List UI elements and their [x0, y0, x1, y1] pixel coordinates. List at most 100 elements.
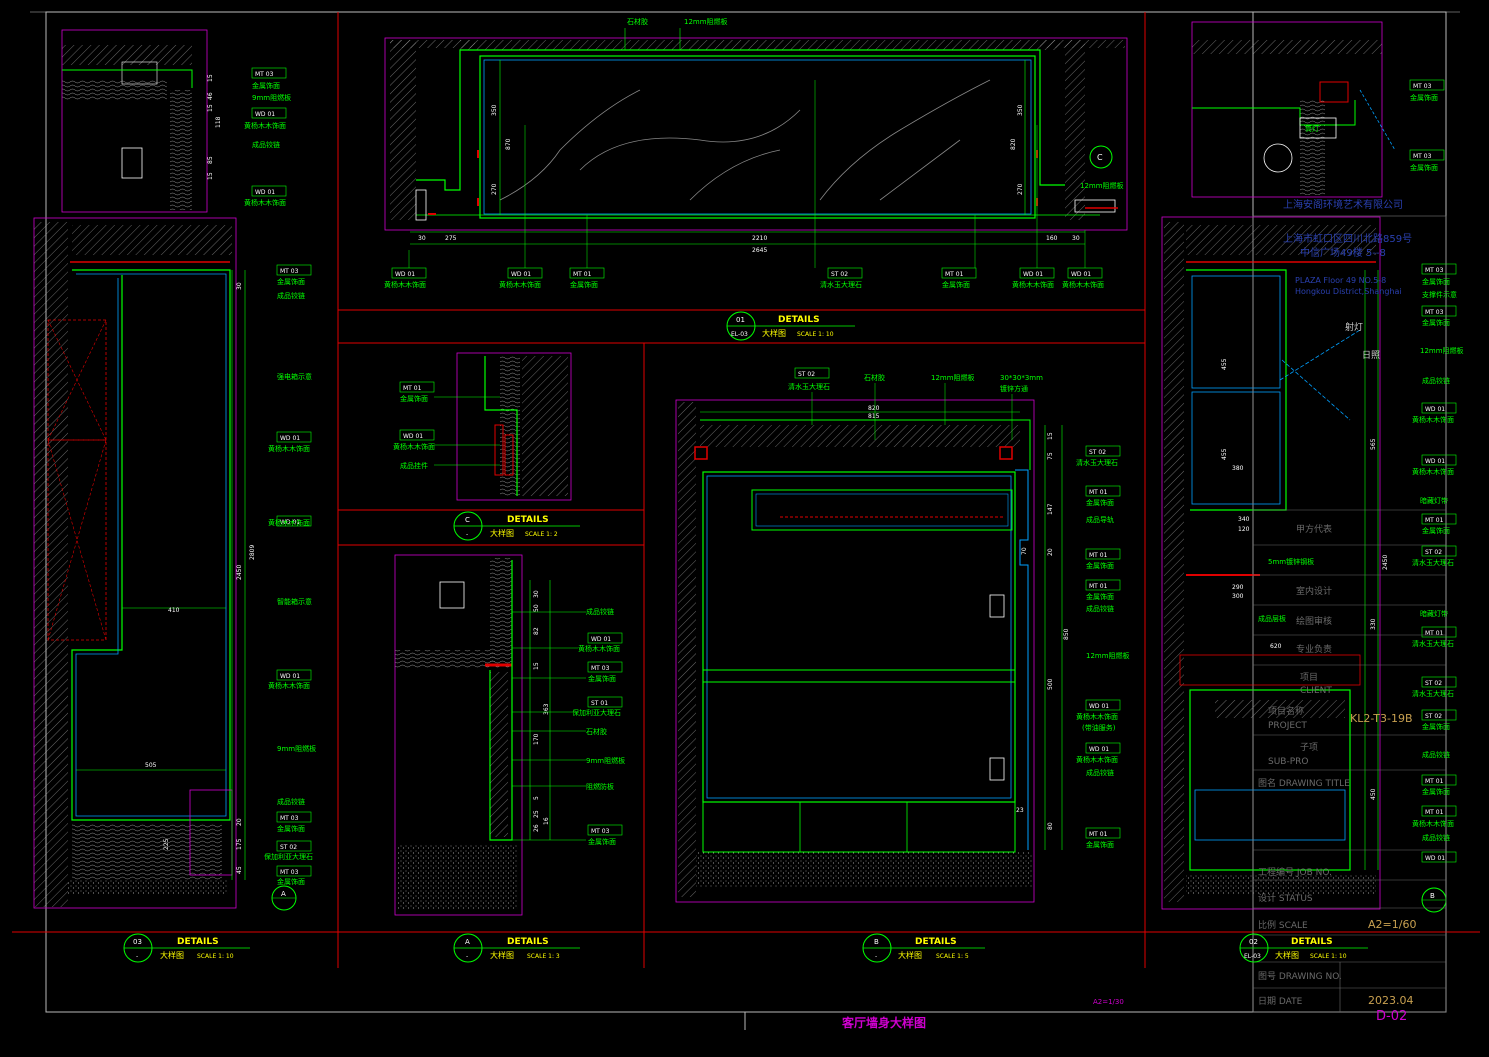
callout-text: 30*30*3mm	[1000, 374, 1043, 382]
detail-scale: SCALE 1: 5	[936, 953, 969, 960]
detail-number: 03	[133, 938, 142, 946]
dim-label: 120	[1238, 526, 1250, 533]
detail-title-c: C - DETAILS 大样图 SCALE 1: 2	[453, 511, 580, 541]
callout-text: 黄杨木木饰面	[268, 444, 310, 453]
callout-text: 金属饰面	[1086, 561, 1114, 570]
detail-number: B	[874, 938, 879, 946]
callout-text: 金属饰面	[570, 280, 598, 289]
callout-text: 智能箱示意	[277, 597, 312, 606]
dim-label: 75	[1047, 452, 1054, 460]
callout-text: 金属饰面	[277, 277, 305, 286]
dim-label: 45	[236, 866, 243, 874]
callout-text: 镀锌方通	[1000, 384, 1028, 393]
date-value: 2023.04	[1368, 994, 1414, 1007]
callout-text: 金属饰面	[277, 824, 305, 833]
detail-title-02: 02 EL-03 DETAILS 大样图 SCALE 1: 10	[1239, 933, 1368, 963]
detail-number: A	[465, 938, 470, 946]
dim-label: 380	[1232, 465, 1244, 472]
dim-label: 16	[543, 817, 550, 825]
section-marker-c	[1089, 145, 1113, 169]
material-tag: WD 01	[1089, 746, 1109, 753]
panel-grid	[12, 12, 1480, 968]
dim-label: 620	[1270, 643, 1282, 650]
callout-text: 黄杨木木饰面	[268, 518, 310, 527]
callout-text: 黄杨木木饰面	[1012, 280, 1054, 289]
callout-text: 9mm阻燃板	[277, 744, 316, 753]
callout-text: 12mm阻燃板	[1080, 181, 1124, 190]
material-tag: MT 01	[1425, 809, 1444, 816]
material-tag: WD 01	[511, 271, 531, 278]
client-label: CLIENT	[1300, 686, 1332, 696]
callout-text: 清水玉大理石	[788, 382, 830, 391]
callout-text: 清水玉大理石	[1412, 639, 1454, 648]
callout-text: 成品导轨	[1086, 515, 1114, 524]
material-tag: ST 02	[798, 371, 815, 378]
detail-title: DETAILS	[177, 937, 219, 947]
callout-text: 9mm阻燃板	[252, 93, 291, 102]
callout-text: 成品铰链	[1422, 833, 1450, 842]
callout-text: 金属饰面	[277, 877, 305, 886]
dim-label: 505	[145, 762, 157, 769]
company-address-en: PLAZA Floor 49 NO.5-8	[1295, 276, 1386, 285]
section-marker-text: C	[1097, 153, 1103, 162]
dim-label: 350	[491, 104, 498, 116]
dim-label: 410	[168, 607, 180, 614]
subproject-label: 子项	[1300, 742, 1318, 753]
dim-label: 870	[505, 138, 512, 150]
material-tag: MT 01	[403, 385, 422, 392]
material-tag: MT 01	[1089, 552, 1108, 559]
detail-ref: -	[136, 953, 138, 960]
callout-text: 黄杨木木饰面	[268, 681, 310, 690]
dim-label: 275	[445, 235, 457, 242]
detail-title-a: A - DETAILS 大样图 SCALE 1: 3	[453, 933, 580, 963]
callout-text: 黄杨木木饰面	[1076, 712, 1118, 721]
company-address: 上海市虹口区四川北路859号	[1283, 232, 1412, 245]
callout-text: 5mm镀锌钢板	[1268, 557, 1314, 566]
material-tag: WD 01	[1425, 855, 1445, 862]
callout-text: 成品挂件	[400, 461, 428, 470]
callout-text: 成品铰链	[1086, 604, 1114, 613]
material-tag: WD 01	[403, 433, 423, 440]
dim-label: 300	[1232, 593, 1244, 600]
dim-label: 455	[1221, 358, 1228, 370]
project-name-label: 项目名称	[1268, 705, 1304, 717]
callout-text: 筒灯	[1305, 124, 1319, 133]
material-tag: MT 01	[1089, 831, 1108, 838]
callout-text: 石材胶	[586, 727, 607, 736]
sheet-scale-note: A2=1/30	[1093, 998, 1124, 1006]
dim-label: 20	[1047, 548, 1054, 556]
detail-scale: SCALE 1: 10	[1310, 953, 1347, 960]
callout-text: 保加利亚大理石	[572, 708, 621, 717]
section-marker-text: A	[281, 890, 286, 898]
callout-text: 清水玉大理石	[1412, 558, 1454, 567]
material-tag: MT 03	[280, 869, 299, 876]
detail-02-drawing	[1161, 21, 1396, 910]
detail-subtitle: 大样图	[1275, 950, 1299, 960]
material-tag: WD 01	[591, 636, 611, 643]
callout-text: 黄杨木木饰面	[578, 644, 620, 653]
dim-label: 118	[215, 116, 222, 128]
detail-ref: EL-03	[731, 331, 748, 338]
material-tag: WD 01	[255, 111, 275, 118]
material-tag: WD 01	[1071, 271, 1091, 278]
detail-scale: SCALE 1: 3	[527, 953, 560, 960]
callout-text: 清水玉大理石	[1412, 689, 1454, 698]
callout-text: 石材胶	[627, 17, 648, 26]
callout-text: 阻燃防板	[586, 782, 614, 791]
dim-label: 270	[491, 183, 498, 195]
callout-text: 成品铰链	[1086, 768, 1114, 777]
callout-text: 金属饰面	[1422, 526, 1450, 535]
major-label: 专业负责	[1296, 643, 1332, 655]
dim-label: 2210	[752, 235, 767, 242]
dim-label: 2645	[752, 247, 767, 254]
material-tag: MT 03	[280, 268, 299, 275]
callout-text: 金属饰面	[1422, 318, 1450, 327]
detail-subtitle: 大样图	[490, 528, 514, 538]
dim-label: 15	[207, 74, 214, 82]
dim-label: 350	[1017, 104, 1024, 116]
dim-label: 85	[207, 156, 214, 164]
callout-text: 金属饰面	[1422, 722, 1450, 731]
material-tag: ST 02	[1425, 549, 1442, 556]
callout-text: 黄杨木木饰面	[1412, 467, 1454, 476]
dim-label: 46	[207, 92, 214, 100]
